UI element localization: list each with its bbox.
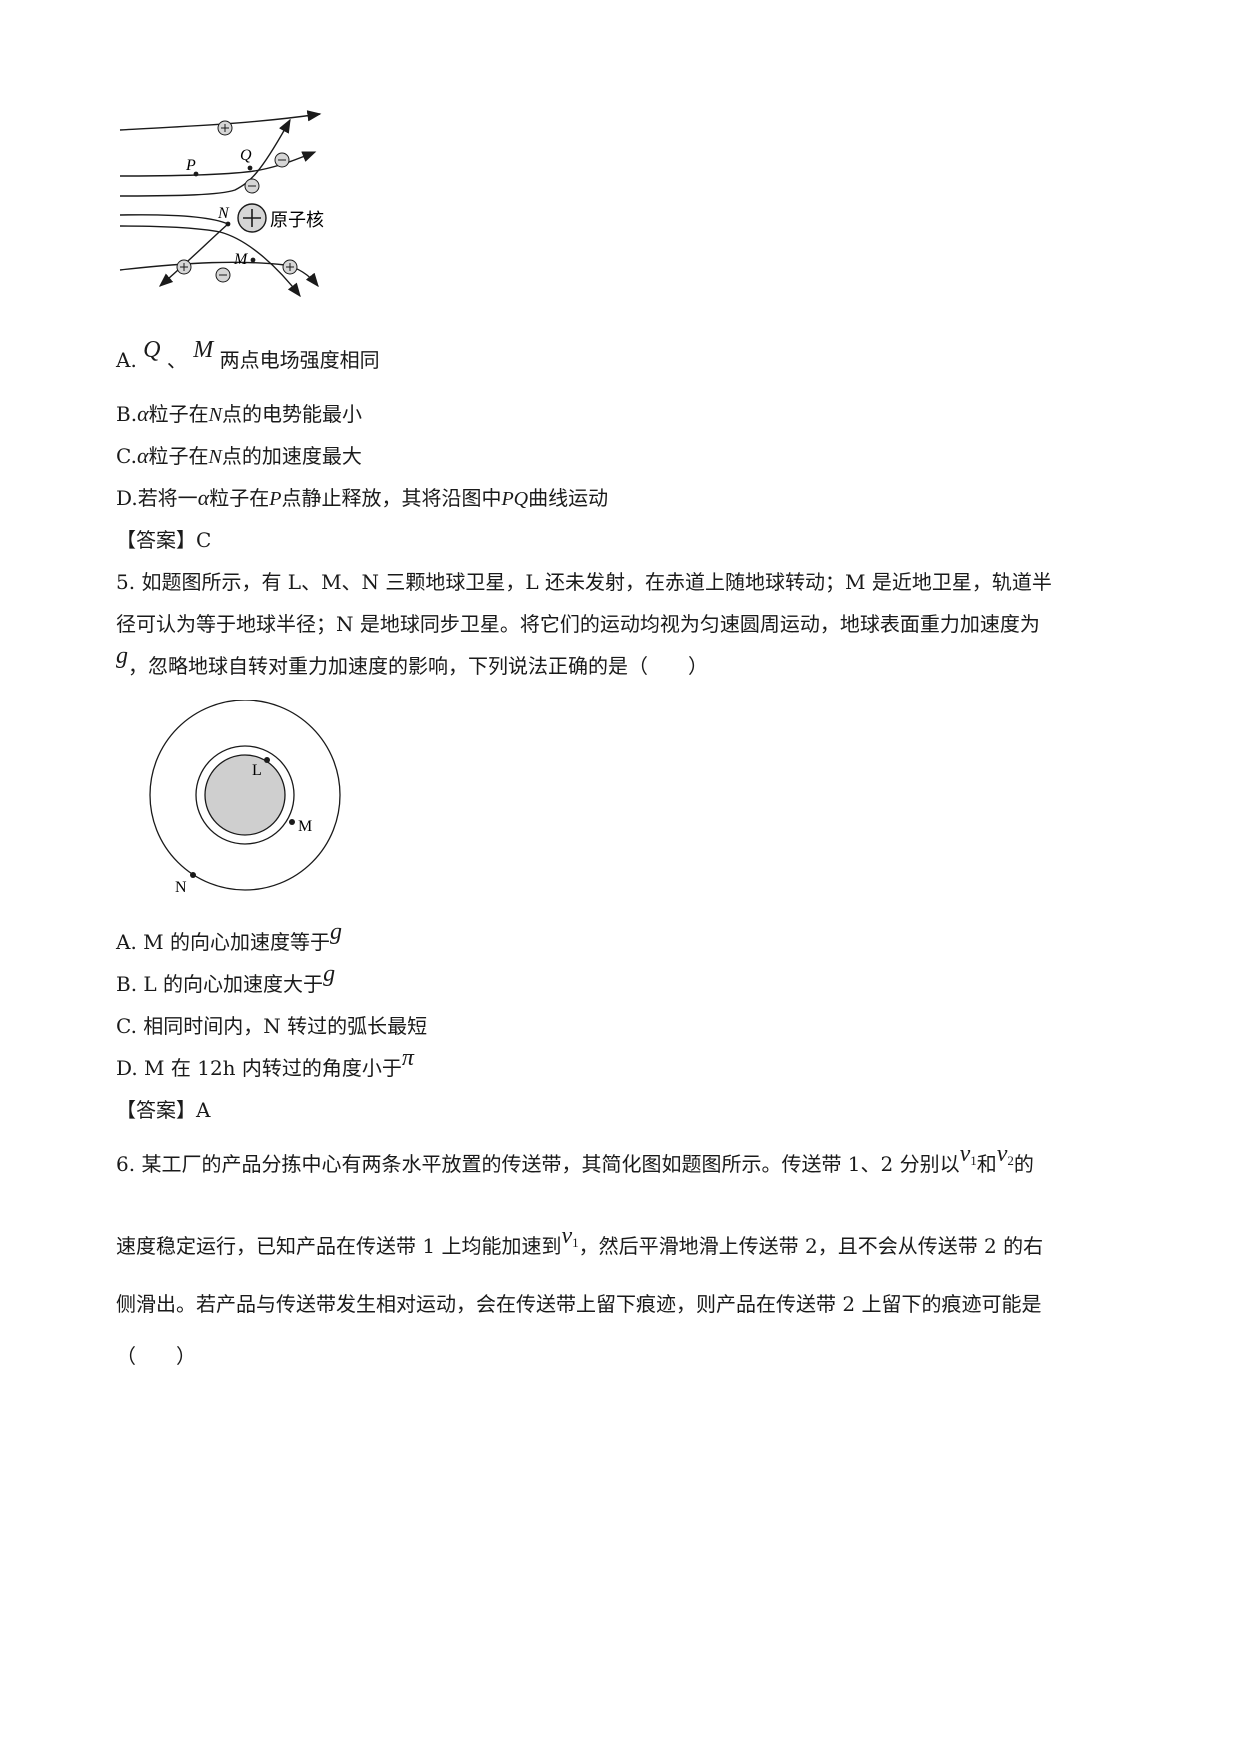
label-p: P (185, 157, 196, 174)
q4-option-d: D.若将一α粒子在P点静止释放，其将沿图中PQ曲线运动 (116, 485, 609, 510)
q6-stem-line3: 侧滑出。若产品与传送带发生相对运动，会在传送带上留下痕迹，则产品在传送带 2 上… (116, 1292, 1042, 1316)
label-q: Q (240, 147, 252, 164)
q5-answer: 【答案】A (116, 1098, 211, 1122)
satellite-m (289, 819, 295, 825)
nucleus-label: 原子核 (270, 210, 324, 231)
q4-option-c: C.α粒子在N点的加速度最大 (116, 443, 362, 468)
q5-stem-line1: 5. 如题图所示，有 L、M、N 三颗地球卫星，L 还未发射，在赤道上随地球转动… (116, 570, 1052, 594)
q6-stem-line2: 速度稳定运行，已知产品在传送带 1 上均能加速到v1，然后平滑地滑上传送带 2，… (116, 1223, 1044, 1258)
satellite-orbit-figure: L M N (149, 700, 341, 896)
label-m: M (298, 818, 312, 835)
alpha-scattering-figure: P Q N M 原子核 (119, 110, 324, 298)
q5-option-c: C. 相同时间内，N 转过的弧长最短 (116, 1014, 428, 1038)
trajectory-lower-upper (119, 118, 291, 197)
q4-answer: 【答案】C (116, 528, 212, 552)
q4-option-a: A. Q 、 M 两点电场强度相同 (116, 337, 380, 372)
q4-option-b: B.α粒子在N点的电势能最小 (116, 401, 362, 426)
q5-stem-line2: 径可认为等于地球半径；N 是地球同步卫星。将它们的运动均视为匀速圆周运动，地球表… (116, 612, 1040, 636)
trajectory-pq (119, 151, 317, 177)
label-n: N (217, 205, 230, 222)
q5-option-a: A. M 的向心加速度等于g (116, 919, 342, 954)
near-earth-orbit (195, 745, 295, 845)
trajectory-bottom-1 (119, 261, 319, 288)
q5-option-d: D. M 在 12h 内转过的角度小于π (116, 1045, 414, 1080)
satellite-n (190, 872, 196, 878)
q6-stem-line4: （ ） (116, 1344, 196, 1368)
satellite-l (264, 757, 270, 763)
label-l: L (252, 762, 262, 779)
earth (204, 754, 286, 836)
q6-stem-line1: 6. 某工厂的产品分拣中心有两条水平放置的传送带，其简化图如题图所示。传送带 1… (116, 1141, 1034, 1176)
geostationary-orbit (149, 700, 341, 891)
q5-stem-line3: g，忽略地球自转对重力加速度的影响，下列说法正确的是（ ） (116, 643, 708, 678)
label-n: N (175, 879, 187, 896)
q5-option-b: B. L 的向心加速度大于g (116, 961, 336, 996)
trajectory-bottom-2 (119, 225, 301, 298)
label-m: M (233, 251, 249, 268)
